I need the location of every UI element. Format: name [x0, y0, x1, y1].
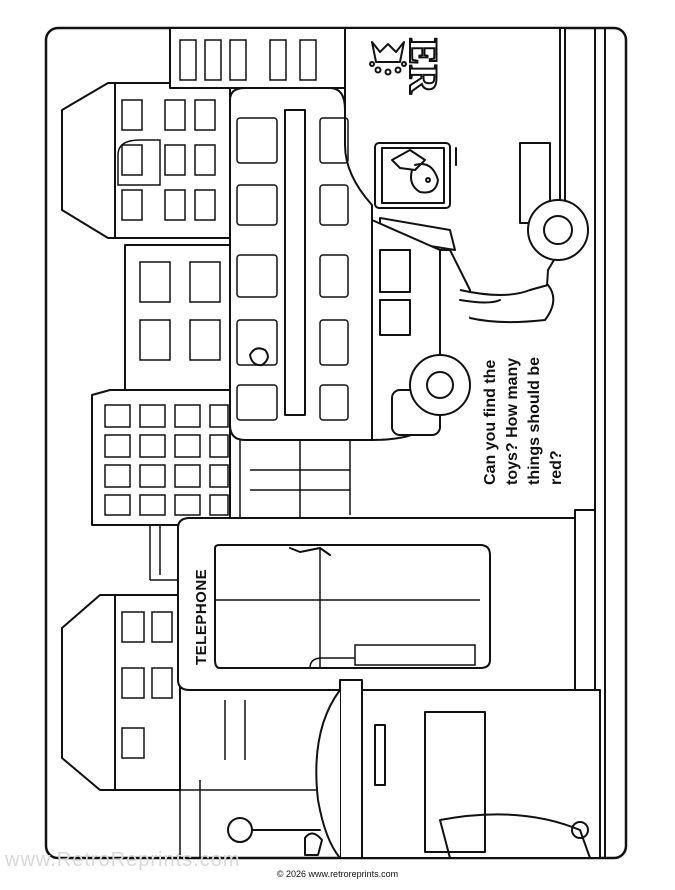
caption-line-4: red? — [548, 450, 565, 485]
telephone-sign: TELEPHONE — [193, 569, 210, 665]
footer-copyright: © 2026 www.retroreprints.com — [276, 869, 399, 879]
post-mark-label: ER — [401, 38, 446, 95]
caption-text: Can you find the toys? How many things s… — [482, 357, 565, 485]
watermark-text: www.RetroReprints.com — [4, 849, 241, 871]
post-box — [315, 679, 601, 859]
caption-line-2: toys? How many — [504, 358, 521, 485]
buildings-background — [61, 27, 351, 858]
caption-line-1: Can you find the — [482, 360, 499, 485]
crown-icon — [369, 41, 407, 76]
double-decker-bus — [229, 87, 471, 441]
telephone-box: TELEPHONE — [177, 509, 596, 701]
caption-line-3: things should be — [526, 357, 543, 485]
street-details — [227, 813, 591, 859]
